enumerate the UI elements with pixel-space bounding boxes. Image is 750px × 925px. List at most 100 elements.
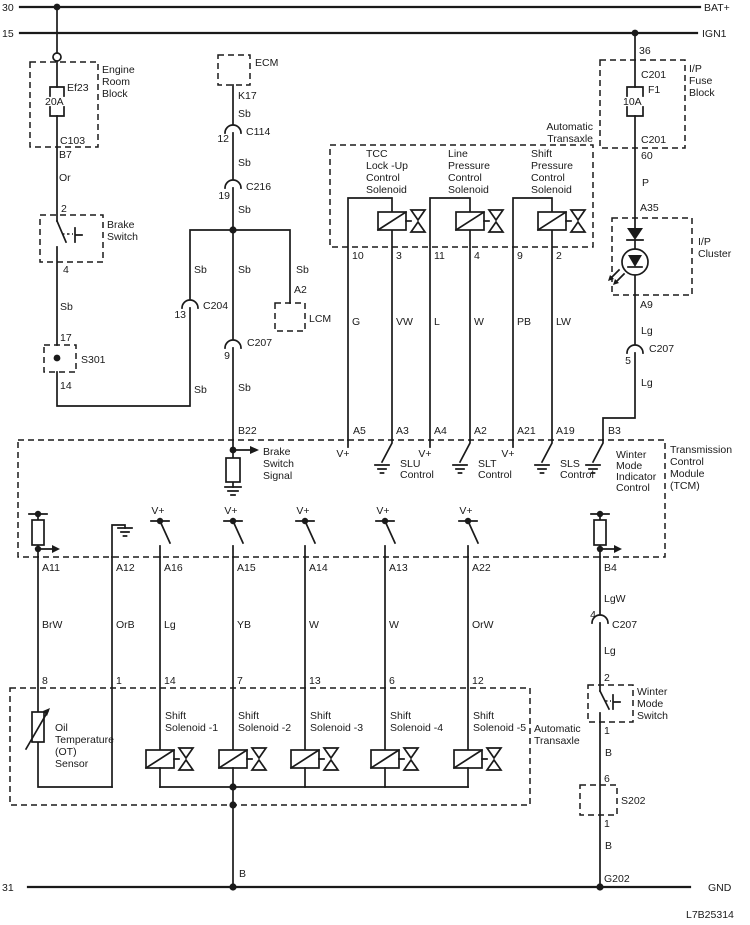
component-label: LCM	[309, 313, 331, 325]
connector-c207-icon	[626, 344, 644, 354]
solenoid-label: Control	[448, 172, 482, 184]
right-chain: 36 C201 F1 10A I/P Fuse Block C201 60 P …	[602, 32, 732, 441]
solenoid-label: Pressure	[531, 160, 573, 172]
solenoid-coil-icon	[376, 210, 408, 232]
ecm-box	[217, 54, 251, 86]
control-label: Mode	[616, 460, 642, 472]
transaxle-bottom-box	[9, 687, 531, 806]
rail-label: BAT+	[704, 2, 730, 14]
vplus-dot	[596, 510, 604, 518]
pin-label: 2	[604, 672, 610, 684]
wire-color-label: OrW	[472, 619, 494, 631]
vplus-label: V+	[336, 448, 349, 460]
wire-color-label: Sb	[238, 204, 251, 216]
pin-label: 6	[389, 675, 395, 687]
vplus-dot	[156, 517, 164, 525]
junction-dot	[229, 226, 237, 234]
ip-cluster-box	[611, 217, 693, 296]
ground-icon	[585, 464, 601, 474]
valve-icon	[409, 209, 427, 233]
connector-pin-label: 9	[224, 350, 230, 362]
fuse-rating: 10A	[623, 96, 642, 108]
control-label: Control	[400, 469, 434, 481]
solenoid-coil-icon	[452, 748, 488, 788]
block-label: Room	[102, 76, 130, 88]
tcm-pin-label: A13	[389, 562, 408, 574]
solenoid-label: Solenoid	[448, 184, 489, 196]
resistor-icon	[593, 519, 607, 546]
block-label: Transaxle	[534, 735, 580, 747]
tcm-pin-label: A16	[164, 562, 183, 574]
solenoid-label: TCC	[366, 148, 388, 160]
fuse-ef23-icon	[49, 86, 65, 97]
sensor-label: Sensor	[55, 758, 89, 770]
pin-label: 1	[604, 725, 610, 737]
connector-pin-label: 13	[174, 309, 186, 321]
signal-label: Brake	[263, 446, 291, 458]
wire-color-label: B	[239, 868, 246, 880]
wire-color-label: Sb	[238, 108, 251, 120]
vplus-label: V+	[501, 448, 514, 460]
vplus-label: V+	[296, 505, 309, 517]
fuse-f1-icon	[626, 106, 644, 117]
vplus-switches: V+ V+ V+ V+ V+	[150, 505, 480, 558]
wire-color-label: W	[389, 619, 399, 631]
connector-label: C201	[641, 69, 666, 81]
control-label: SLS	[560, 458, 580, 470]
wire-color-label: OrB	[116, 619, 135, 631]
solenoid-label: Shift	[473, 710, 494, 722]
solenoid-label: Lock -Up	[366, 160, 408, 172]
wire-color-label: B	[605, 747, 612, 759]
connector-label: C216	[246, 181, 271, 193]
control-label: SLU	[400, 458, 420, 470]
solenoid-label: Control	[366, 172, 400, 184]
component-label: ECM	[255, 57, 278, 69]
component-boxes	[9, 54, 693, 816]
driver-switch-icon	[223, 519, 245, 558]
solenoid-coil-icon	[144, 748, 180, 788]
sensor-label: Oil	[55, 722, 68, 734]
vplus-dot	[34, 510, 42, 518]
component-label: Brake	[107, 219, 135, 231]
pin-label: 1	[116, 675, 122, 687]
block-label: Module	[670, 468, 705, 480]
lamp-emission-arrows-icon	[609, 268, 626, 284]
block-label: Block	[102, 88, 128, 100]
pin-label: 14	[164, 675, 176, 687]
block-label: Engine	[102, 64, 135, 76]
control-label: Control	[560, 469, 594, 481]
wire	[111, 524, 126, 558]
tcm: Transmission Control Module (TCM) Brake …	[28, 425, 732, 574]
driver-switch-icon	[295, 519, 317, 558]
component-label: Switch	[107, 231, 138, 243]
signal-label: Signal	[263, 470, 292, 482]
control-label: Control	[478, 469, 512, 481]
pin-label: 1	[604, 818, 610, 830]
wire	[347, 439, 514, 448]
solenoid-label: Shift	[165, 710, 186, 722]
pin-label: 8	[42, 675, 48, 687]
wire-color-label: YB	[237, 619, 251, 631]
solenoid-label: Control	[531, 172, 565, 184]
pin-label: 3	[396, 250, 402, 262]
wire-color-label: Lg	[641, 325, 653, 337]
solenoid-coil-icon	[289, 748, 325, 788]
signal-arrow-icon	[52, 545, 60, 553]
connector-label: C103	[60, 135, 85, 147]
brake-switch-blade-icon	[55, 219, 68, 244]
pin-label: 36	[639, 45, 651, 57]
driver-switch-icon	[458, 519, 480, 558]
connector-c207-icon	[591, 614, 609, 624]
signal-label: Switch	[263, 458, 294, 470]
connector-c207-icon	[224, 339, 242, 349]
driver-switch-icon	[150, 519, 172, 558]
wire-color-label: Sb	[60, 301, 73, 313]
wire-color-label: B	[605, 840, 612, 852]
wire-color-label: W	[309, 619, 319, 631]
transaxle-top-box	[329, 144, 594, 248]
fuse-label: Ef23	[67, 82, 89, 94]
wire-color-label: Sb	[238, 382, 251, 394]
block-label: Control	[670, 456, 704, 468]
